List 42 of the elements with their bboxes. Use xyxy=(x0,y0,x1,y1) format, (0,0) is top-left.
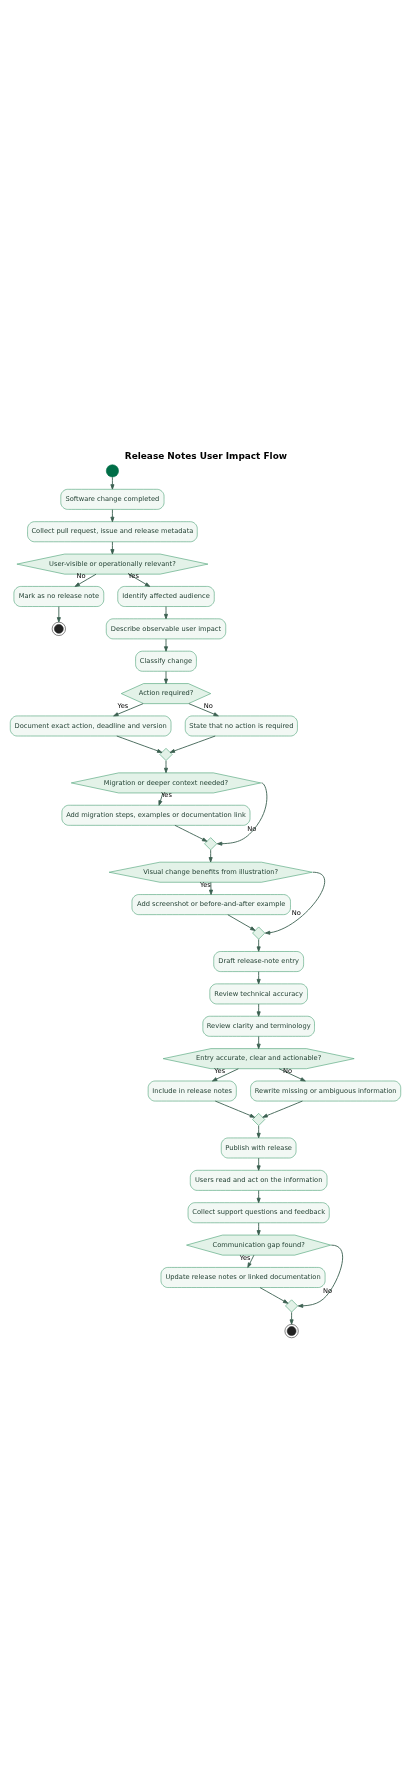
arrow xyxy=(110,540,115,554)
node-diamond xyxy=(252,926,266,939)
arrow xyxy=(158,792,164,806)
diagram-title: Release Notes User Impact Flow xyxy=(124,450,288,461)
arrow xyxy=(256,1221,261,1235)
arrow xyxy=(208,849,213,862)
arrow xyxy=(256,1035,261,1049)
arrow xyxy=(297,1244,344,1308)
arrow xyxy=(259,1286,289,1304)
arrow xyxy=(174,824,208,842)
arrow xyxy=(256,970,261,984)
arrow xyxy=(256,1124,261,1138)
arrow xyxy=(264,871,326,935)
arrow xyxy=(188,702,219,716)
arrow xyxy=(278,1067,306,1081)
arrow xyxy=(169,735,216,753)
arrow xyxy=(164,605,168,619)
arrow xyxy=(113,702,144,716)
arrow xyxy=(208,881,213,895)
arrow xyxy=(56,605,61,622)
arrow xyxy=(211,1067,239,1081)
arrow xyxy=(216,781,268,846)
arrow xyxy=(110,476,115,490)
arrow xyxy=(256,1189,261,1203)
node-diamond xyxy=(159,747,173,761)
arrow xyxy=(164,759,168,773)
arrow xyxy=(247,1254,255,1268)
arrow xyxy=(214,1100,256,1118)
arrow xyxy=(256,938,261,952)
node-diamond xyxy=(285,1299,298,1312)
node-diamond xyxy=(204,836,218,850)
node-circle xyxy=(106,463,119,477)
arrow xyxy=(74,573,97,587)
arrow xyxy=(256,1003,261,1017)
arrow xyxy=(116,735,163,753)
arrow xyxy=(110,508,115,522)
arrow xyxy=(262,1100,303,1118)
arrow xyxy=(289,1311,294,1325)
arrow xyxy=(164,638,168,652)
arrow xyxy=(164,670,168,684)
arrow xyxy=(256,1157,261,1171)
arrow xyxy=(227,913,256,931)
